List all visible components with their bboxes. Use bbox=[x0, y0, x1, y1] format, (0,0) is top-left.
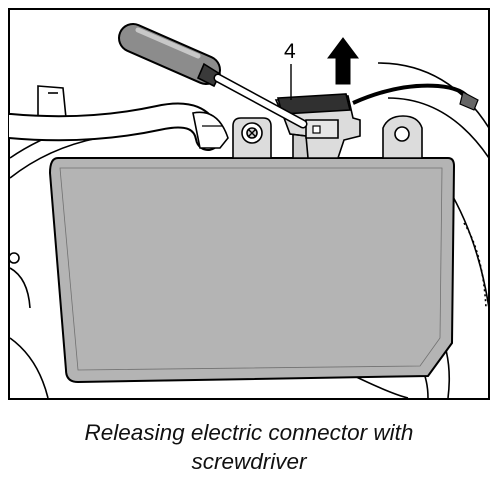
hose bbox=[9, 102, 229, 151]
pull-up-arrow-icon bbox=[327, 37, 359, 85]
cable bbox=[352, 83, 479, 111]
control-module bbox=[48, 157, 456, 384]
caption-line-1: Releasing electric connector with bbox=[84, 420, 414, 445]
screwdriver bbox=[118, 23, 308, 129]
figure-caption: Releasing electric connector with screwd… bbox=[0, 418, 498, 476]
diagram-figure: 4 bbox=[8, 8, 490, 400]
electrical-connector bbox=[274, 93, 361, 159]
caption-line-2: screwdriver bbox=[191, 449, 307, 474]
callout-label: 4 bbox=[284, 40, 296, 63]
